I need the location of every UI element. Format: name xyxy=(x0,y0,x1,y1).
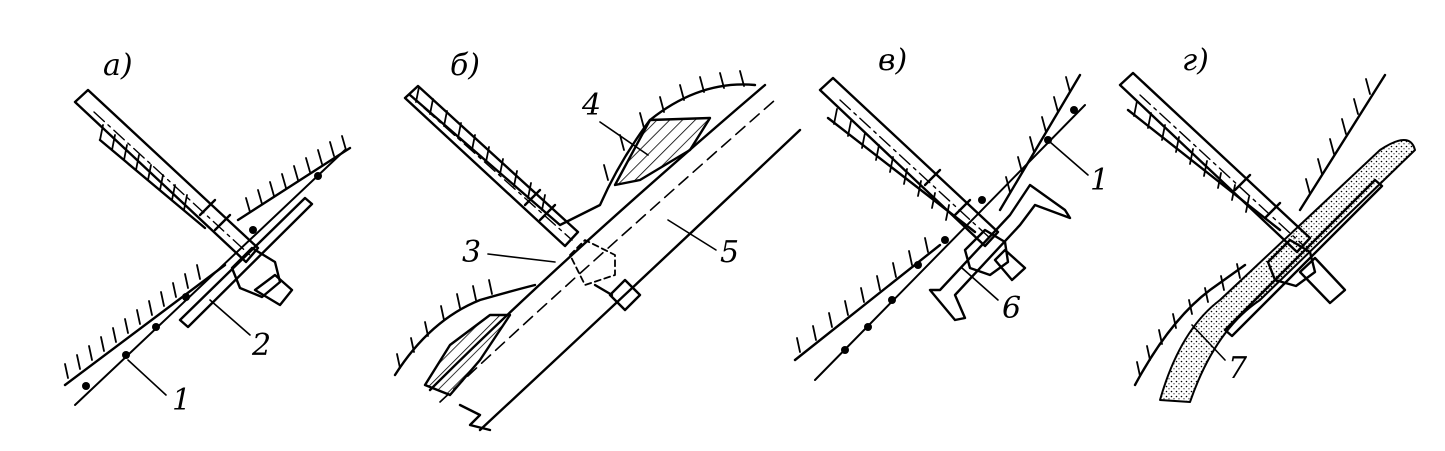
callout-6-text: 6 xyxy=(1002,291,1021,326)
callout-1v-leader xyxy=(1049,141,1089,176)
callout-1-text: 1 xyxy=(172,383,191,418)
callout-6-leader xyxy=(961,267,999,301)
panel-b: б) 3 4 5 xyxy=(393,48,802,432)
callout-5-text: 5 xyxy=(720,235,739,270)
callout-2-leader xyxy=(209,299,251,336)
filler-block-top xyxy=(613,116,712,187)
panel-a-label: а) xyxy=(103,48,133,83)
callout-3-text: 3 xyxy=(462,235,481,270)
callout-2-text: 2 xyxy=(251,328,271,363)
panel-g-label: г) xyxy=(1182,43,1209,78)
callout-5-leader xyxy=(667,219,717,251)
panel-g: г) 7 xyxy=(1118,43,1416,403)
shotcrete-layer xyxy=(1159,139,1416,403)
callout-7-text: 7 xyxy=(1228,351,1248,386)
rock-hatch xyxy=(99,124,347,213)
callout-3-leader xyxy=(487,253,556,263)
callout-1v-text: 1 xyxy=(1090,163,1109,198)
panel-v-label: в) xyxy=(878,43,907,78)
callout-4-leader xyxy=(599,121,649,156)
callout-4-text: 4 xyxy=(581,88,601,123)
panel-v: в) 1 6 xyxy=(793,43,1109,381)
panel-b-label: б) xyxy=(450,48,480,83)
panel-a: а) 1 2 xyxy=(63,48,352,418)
callout-1-leader xyxy=(127,359,167,396)
callout-7-leader xyxy=(1191,324,1226,361)
